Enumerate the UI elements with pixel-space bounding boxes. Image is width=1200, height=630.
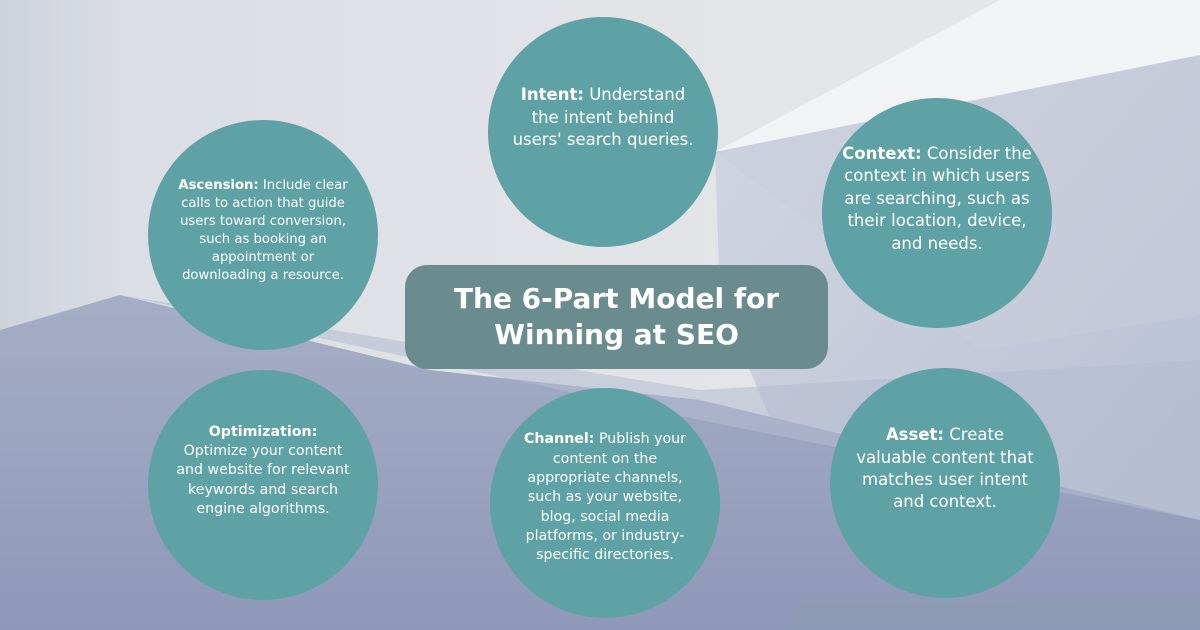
optimization-circle: Optimization: Optimize your content and …: [148, 370, 378, 600]
title-box: The 6-Part Model for Winning at SEO: [405, 265, 828, 369]
intent-description: Understand the intent behind users' sear…: [512, 85, 694, 150]
ascension-term: Ascension:: [178, 178, 259, 194]
context-circle: Context: Consider the context in which u…: [822, 98, 1052, 328]
intent-term: Intent:: [520, 85, 584, 105]
context-description: Consider the context in which users are …: [844, 143, 1032, 253]
context-term: Context:: [842, 143, 922, 163]
context-text: Context: Consider the context in which u…: [840, 143, 1034, 255]
channel-term: Channel:: [524, 431, 595, 448]
intent-text: Intent: Understand the intent behind use…: [512, 84, 694, 151]
intent-circle: Intent: Understand the intent behind use…: [488, 17, 718, 247]
asset-circle: Asset: Create valuable content that matc…: [830, 368, 1060, 598]
page-title: The 6-Part Model for Winning at SEO: [454, 281, 779, 354]
title-line-1: The 6-Part Model for: [453, 281, 780, 315]
ascension-text: Ascension: Include clear calls to action…: [170, 177, 356, 285]
channel-circle: Channel: Publish your content on the app…: [490, 388, 720, 618]
channel-text: Channel: Publish your content on the app…: [512, 430, 698, 565]
asset-term: Asset:: [885, 425, 944, 445]
optimization-term: Optimization:: [208, 423, 318, 440]
title-line-2: Winning at SEO: [494, 318, 739, 351]
ascension-description: Include clear calls to action that guide…: [180, 178, 348, 283]
asset-description: Create valuable content that matches use…: [856, 425, 1034, 512]
ascension-circle: Ascension: Include clear calls to action…: [148, 120, 378, 350]
asset-text: Asset: Create valuable content that matc…: [856, 424, 1034, 514]
optimization-description: Optimize your content and website for re…: [176, 443, 350, 517]
optimization-text: Optimization: Optimize your content and …: [172, 423, 354, 520]
channel-description: Publish your content on the appropriate …: [525, 431, 686, 564]
